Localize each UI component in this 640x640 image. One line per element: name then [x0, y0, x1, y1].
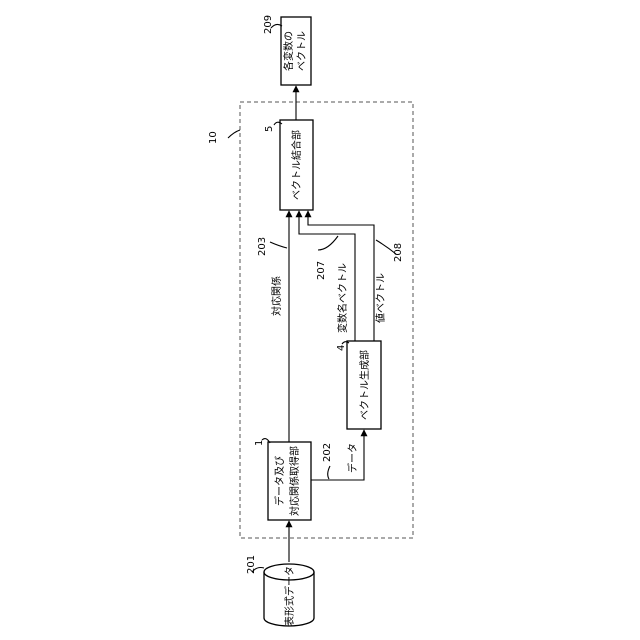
vector-generator-ref: 4 — [336, 345, 347, 351]
var-name-vector-label: 変数名ベクトル — [336, 263, 349, 333]
output-label-line1: 各変数の — [282, 31, 295, 71]
system-boundary — [240, 102, 413, 538]
acquirer-ref: 1 — [254, 440, 265, 446]
acquirer-label-line1: データ及び — [273, 456, 286, 506]
vector-generator-label: ベクトル生成部 — [358, 350, 371, 420]
acquirer-label-line2: 対応関係取得部 — [288, 446, 301, 516]
tabular-data-label: 表形式データ — [283, 566, 296, 626]
var-name-vector-ref: 207 — [316, 261, 327, 280]
system-ref-leader — [228, 130, 240, 138]
vector-combiner-label: ベクトル結合部 — [290, 130, 303, 200]
value-vector-ref: 208 — [393, 243, 404, 262]
value-vector-label: 値ベクトル — [374, 273, 387, 323]
output-label-line2: ベクトル — [296, 31, 308, 71]
output-ref: 209 — [263, 15, 274, 34]
data-ref-leader — [328, 466, 330, 479]
correspondence-ref: 203 — [257, 237, 268, 256]
tabular-data-ref: 201 — [246, 555, 257, 574]
system-ref-label: 10 — [208, 131, 219, 144]
data-ref: 202 — [322, 443, 333, 462]
data-label: データ — [346, 443, 359, 473]
var-name-vector-ref-leader — [318, 236, 338, 250]
correspondence-ref-leader — [270, 242, 287, 248]
vector-combiner-ref: 5 — [264, 126, 275, 132]
correspondence-label: 対応関係 — [270, 276, 283, 316]
